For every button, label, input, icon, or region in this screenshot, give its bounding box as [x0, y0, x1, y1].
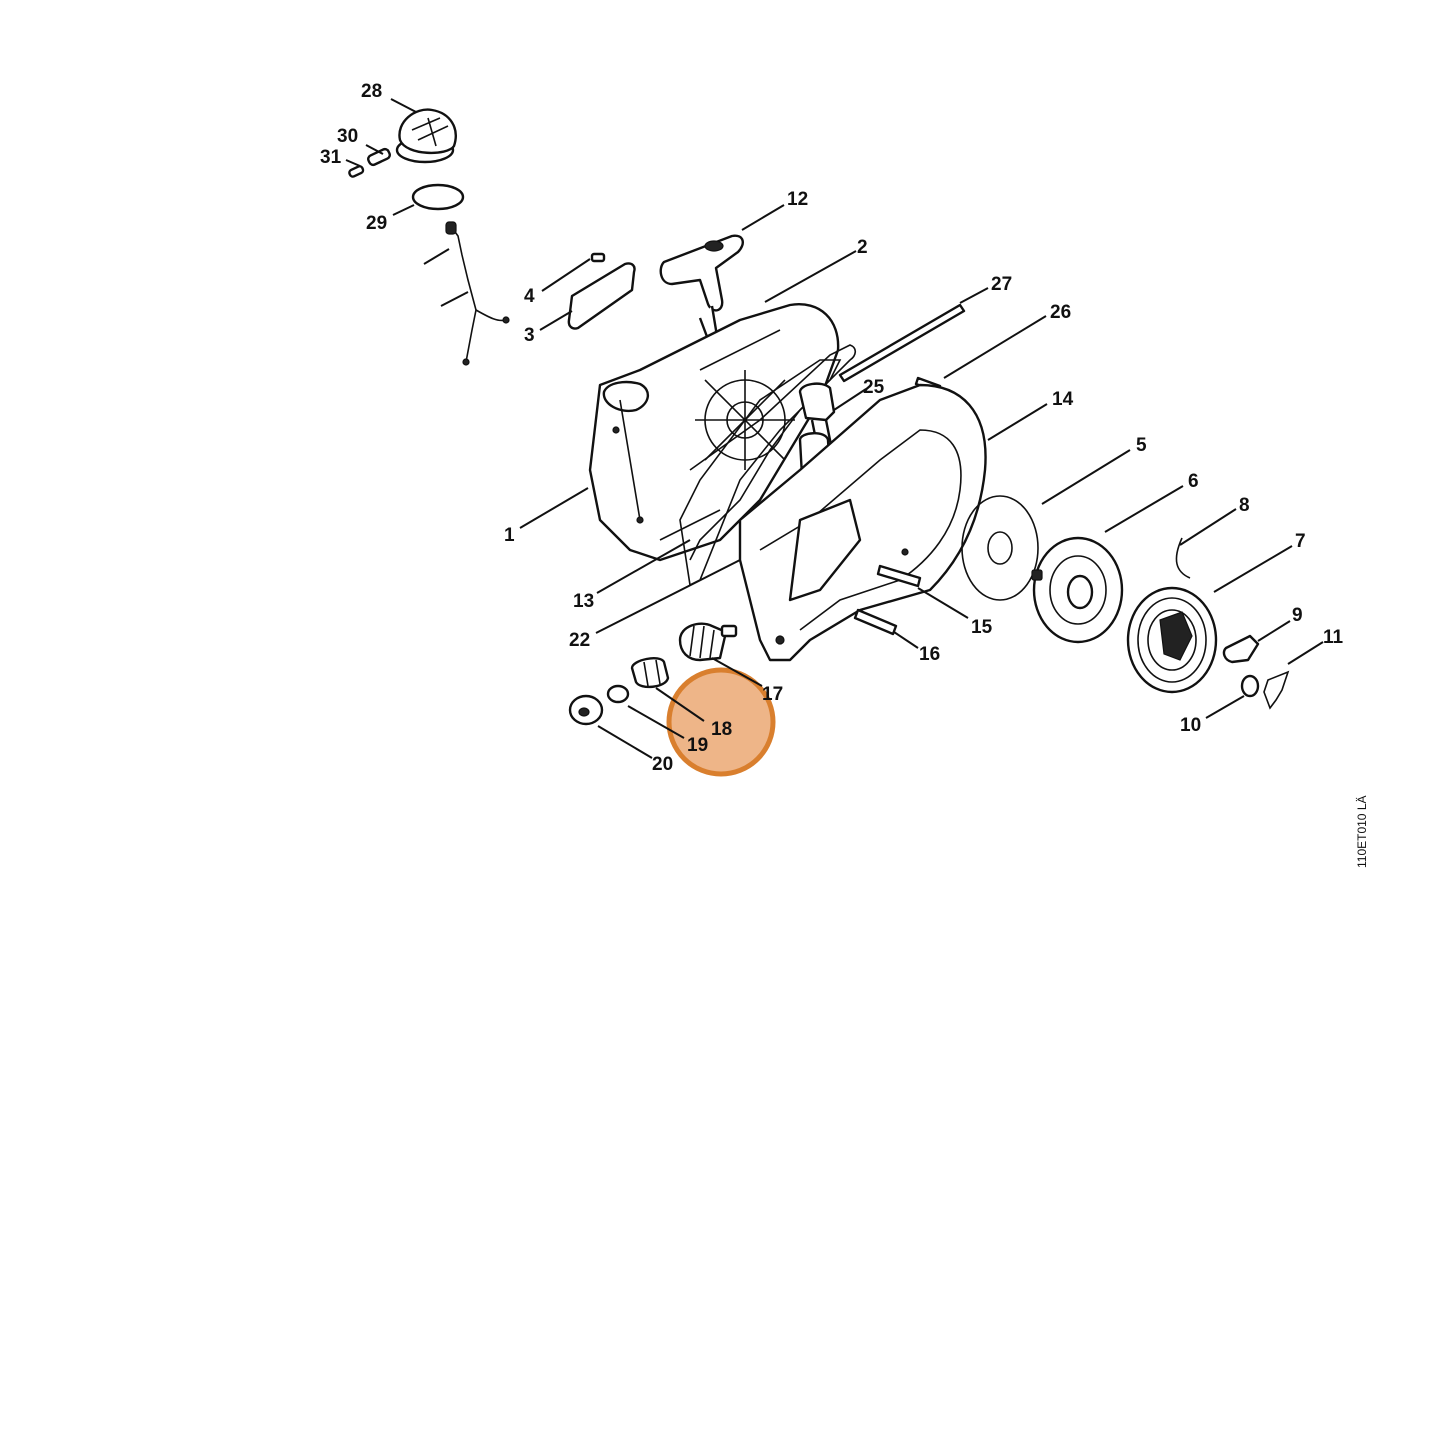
part-13-gasket	[689, 344, 857, 561]
callout-23: 25	[863, 377, 885, 398]
part-7-spring-housing	[1126, 586, 1218, 694]
part-15-screw	[876, 564, 922, 588]
callout-4: 4	[524, 286, 535, 307]
callout-1: 1	[504, 525, 515, 546]
part-17-sleeve	[678, 622, 738, 662]
part-27-oring	[411, 183, 465, 211]
callout-3: 3	[524, 325, 535, 346]
callout-15: 15	[971, 617, 993, 638]
callout-2: 2	[857, 237, 868, 258]
part-19-plug	[606, 684, 630, 704]
callout-20: 20	[652, 754, 673, 775]
part-29-pin	[348, 165, 365, 178]
callout-27: 29	[366, 213, 387, 234]
callout-19: 19	[687, 735, 708, 756]
part-12-starter-grip	[659, 234, 744, 341]
part-18-bushing	[630, 657, 670, 689]
part-3-plate	[567, 262, 636, 330]
callout-12: 12	[787, 189, 808, 210]
part-16-screw	[853, 608, 898, 636]
callout-6: 6	[1188, 471, 1199, 492]
part-20-nut	[568, 694, 604, 726]
part-6-pulley	[1031, 536, 1124, 644]
callout-14: 14	[1052, 389, 1074, 410]
callout-11: 11	[1323, 627, 1344, 648]
callout-16: 16	[919, 644, 940, 665]
callout-9: 9	[1292, 605, 1303, 626]
callout-28: 30	[337, 126, 358, 147]
callout-5: 5	[1136, 435, 1147, 456]
part-28-pin	[367, 147, 391, 167]
part-10-washer	[1240, 674, 1260, 698]
part-25-rod	[838, 303, 966, 383]
part-30-31-chain	[445, 221, 510, 366]
callout-29: 31	[320, 147, 342, 168]
part-4-screw	[590, 252, 606, 263]
callout-labels: 28 30 31 29 4 3 12 2 27 26 25 14 5 6 8 7…	[320, 81, 1344, 775]
callout-24: 26	[1050, 302, 1071, 323]
part-26-cap	[395, 108, 457, 164]
part-5-disk	[961, 495, 1039, 601]
drawing-code: 110ET010 LÄ	[1355, 796, 1369, 869]
part-11-clip	[1263, 670, 1290, 710]
callout-17: 17	[762, 684, 783, 705]
callout-26: 28	[361, 81, 382, 102]
highlight-marker	[666, 667, 776, 777]
part-9-pawl	[1222, 634, 1260, 664]
callout-8: 8	[1239, 495, 1250, 516]
leader-lines	[345, 98, 1324, 759]
callout-22: 22	[569, 630, 590, 651]
part-8-spring	[1175, 537, 1191, 579]
callout-10: 10	[1180, 715, 1201, 736]
callout-25: 27	[991, 274, 1012, 295]
callout-13: 13	[573, 591, 594, 612]
part-1-housing	[588, 303, 840, 562]
callout-7: 7	[1295, 531, 1306, 552]
callout-18: 18	[711, 719, 732, 740]
